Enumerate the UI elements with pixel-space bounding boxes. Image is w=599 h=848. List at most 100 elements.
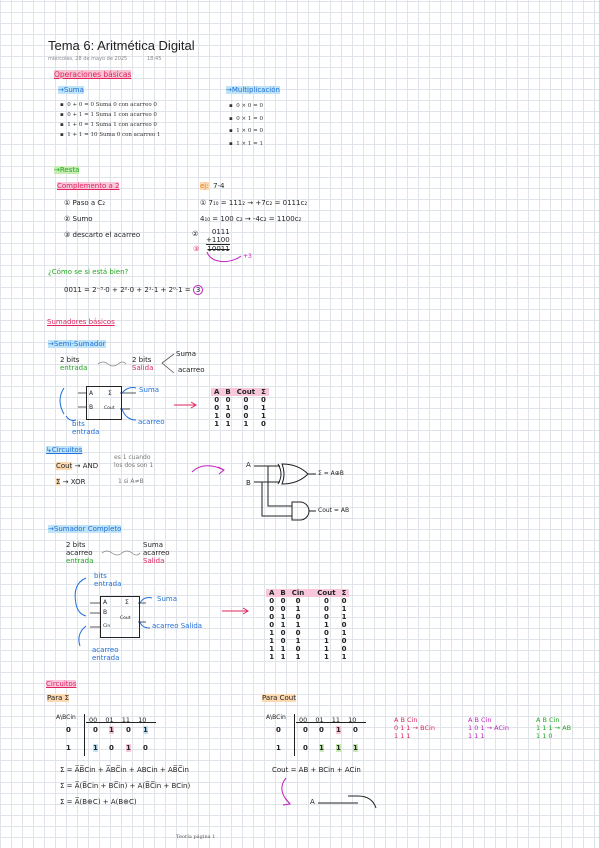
heading-circuitos: Circuitos xyxy=(46,680,77,688)
heading-sumador-completo: →Sumador Completo xyxy=(48,525,122,533)
full-entrada: entrada xyxy=(66,557,94,565)
arrow-to-full-table xyxy=(222,607,249,615)
cell: 0 xyxy=(341,597,347,605)
col-header: B xyxy=(225,388,231,396)
cell: 0 xyxy=(225,396,231,404)
page-date: miércoles, 28 de mayo de 2025 xyxy=(48,56,128,62)
cell: 1 xyxy=(341,629,347,637)
group-ab: A B Cin 1 1 1 → AB 1 1 0 xyxy=(536,716,571,740)
cell: 0 xyxy=(341,637,347,645)
group-row: 1 1 1 → AB xyxy=(536,724,572,732)
semi-suma: Suma xyxy=(176,350,196,358)
full-outputs: Suma acarreo Salida xyxy=(143,541,170,565)
cell: 0 xyxy=(243,412,249,420)
full-acarreo-in: acarreo xyxy=(66,549,93,557)
heading-sumadores: Sumadores básicos xyxy=(47,318,115,326)
mult-list: ▪ 0 × 0 = 0 ▪ 0 × 1 = 0 ▪ 1 × 0 = 0 ▪ 1 … xyxy=(229,100,263,150)
block-cout: Cout xyxy=(104,406,115,411)
sigma-eq-3: Σ = A̅(B⊕C) + A(B⊕C) xyxy=(60,798,137,806)
full-block-cin: Cin xyxy=(103,624,111,629)
example-label: ej: 7-4 xyxy=(200,182,225,190)
col-header: A xyxy=(269,589,275,597)
cell: 1 xyxy=(214,420,220,428)
kmap-corner: A\BCin xyxy=(266,714,286,721)
cell: 0 xyxy=(280,629,286,637)
sigma-xor-line: Σ → XOR xyxy=(56,478,86,486)
cell: 1 xyxy=(324,637,329,645)
cell: 0 xyxy=(324,613,329,621)
cell: 0 xyxy=(269,621,275,629)
group-head: A B Cin xyxy=(536,716,560,724)
group-head: A B Cin xyxy=(394,716,418,724)
cell: 1 xyxy=(295,605,301,613)
calc-add: +1100 xyxy=(206,236,230,244)
full-block-a: A xyxy=(103,599,108,606)
kmap-row: 1 1 0 1 0 xyxy=(66,744,148,752)
full-suma-label: Suma xyxy=(157,595,177,603)
resta-step-2: ② Sumo xyxy=(64,215,93,223)
full-wave xyxy=(101,550,141,556)
heading-operaciones: Operaciones básicas xyxy=(54,70,132,79)
cell: 1 xyxy=(341,605,347,613)
cell: 0 xyxy=(295,597,301,605)
full-acarreo-out: acarreo xyxy=(143,549,170,557)
and-note-1: es 1 cuando xyxy=(114,454,151,461)
gate-input-a: A xyxy=(246,461,251,469)
cell: 0 xyxy=(280,597,286,605)
list-item: ▪ 1 + 0 = 1 Suma 1 con acarreo 0 xyxy=(60,122,157,128)
group-row: 1 1 0 xyxy=(536,732,553,740)
kmap-row: 1 0 1 1 1 xyxy=(276,744,358,752)
half-entrada: entrada xyxy=(72,428,100,436)
resta-step-1: ① Paso a C₂ xyxy=(64,199,106,207)
suma-list: ▪ 0 + 0 = 0 Suma 0 con acarreo 0 ▪ 0 + 1… xyxy=(60,100,160,140)
page-time: 18:45 xyxy=(147,56,162,62)
group-acin: A B Cin 1 0 1 → ACin 1 1 1 xyxy=(468,716,509,740)
arrow-to-half-table xyxy=(174,401,197,409)
cell: 1 xyxy=(324,621,329,629)
full-salida: Salida xyxy=(143,557,165,565)
full-acarreo-entrada: acarreo entrada xyxy=(92,646,119,662)
semi-brace xyxy=(161,353,175,374)
heading-suma: →Suma xyxy=(58,86,84,94)
cell: 0 xyxy=(269,597,275,605)
full-adder-wires xyxy=(74,577,153,647)
cell: 0 xyxy=(261,396,266,404)
calc-marker: ③ xyxy=(193,245,200,253)
block-sigma: Σ xyxy=(108,390,112,397)
list-item: ▪ 0 × 1 = 0 xyxy=(229,115,263,122)
half-suma-label: Suma xyxy=(139,386,159,394)
calc-top: 0111 xyxy=(211,228,230,236)
cell: 0 xyxy=(225,412,231,420)
heading-circuitos-semi: ↳Circuitos xyxy=(46,446,83,454)
full-acarreo-salida: acarreo Salida xyxy=(152,622,203,630)
para-sigma: Para Σ xyxy=(47,694,70,702)
half-bits-entrada: bits entrada xyxy=(72,420,99,436)
half-acarreo-label: acarreo xyxy=(138,418,165,426)
cell: 1 xyxy=(225,420,231,428)
group-row: 1 0 1 → ACin xyxy=(468,724,509,732)
cout-circuit xyxy=(281,777,377,809)
list-item: ▪ 0 × 0 = 0 xyxy=(229,103,263,109)
cell: 1 xyxy=(295,653,301,661)
cell: 1 xyxy=(295,621,301,629)
example-line-1: ① 7₁₀ = 111₂ → +7c₂ = 0111c₂ xyxy=(200,199,308,207)
cell: 1 xyxy=(341,613,347,621)
semi-bits-out: 2 bits xyxy=(132,356,152,364)
cout-circuit-a: A xyxy=(310,798,315,806)
cell: 1 xyxy=(269,637,275,645)
xor-output: Σ = A⊕B xyxy=(318,470,344,477)
cell: 0 xyxy=(324,629,329,637)
plus3-arrow xyxy=(206,251,242,262)
semi-acarreo: acarreo xyxy=(178,366,205,374)
full-entrada-bottom: entrada xyxy=(92,654,120,662)
example-line-2: 4₁₀ = 100 c₂ → -4c₂ = 1100c₂ xyxy=(200,215,302,223)
cell: 1 xyxy=(243,420,249,428)
kmap-row: 0 0 0 1 0 xyxy=(276,726,358,734)
col-header: Σ xyxy=(261,388,266,396)
